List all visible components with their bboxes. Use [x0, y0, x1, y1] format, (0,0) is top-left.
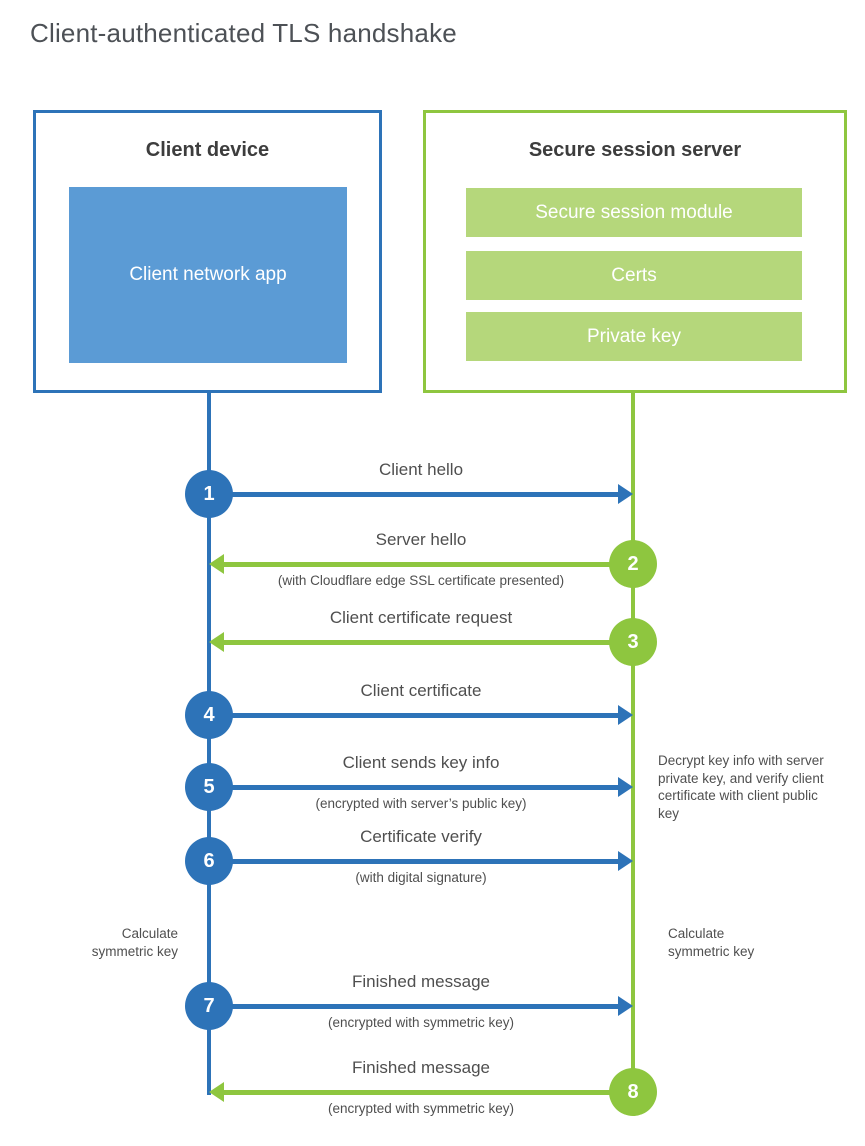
- step-number-badge: 6: [185, 837, 233, 885]
- message-arrow-line: [231, 785, 618, 790]
- secure-session-server-box: Secure session server Secure session mod…: [423, 110, 847, 393]
- message-arrow-head-icon: [618, 777, 633, 797]
- message-label: Server hello: [375, 530, 467, 549]
- message-sublabel: (with digital signature): [355, 870, 487, 885]
- step-number-badge: 3: [609, 618, 657, 666]
- server-module-private-key: Private key: [466, 312, 802, 361]
- client-lifeline: [207, 390, 211, 1095]
- message-label: Finished message: [352, 1058, 490, 1077]
- decrypt-note: Decrypt key info with server private key…: [658, 753, 824, 821]
- message-label: Client certificate request: [329, 608, 513, 627]
- message-arrow-head-icon: [618, 851, 633, 871]
- message-arrow-head-icon: [209, 632, 224, 652]
- step-number-badge: 1: [185, 470, 233, 518]
- page-title: Client-authenticated TLS handshake: [30, 18, 457, 48]
- message-label: Finished message: [352, 972, 490, 991]
- calc-symmetric-key-note-server: Calculate symmetric key: [668, 926, 755, 959]
- message-arrow-line: [231, 1004, 618, 1009]
- secure-session-server-title: Secure session server: [528, 139, 742, 161]
- message-sublabel: (encrypted with server’s public key): [315, 796, 527, 811]
- message-arrow-line: [231, 713, 618, 718]
- step-number-badge: 2: [609, 540, 657, 588]
- message-arrow-line: [223, 562, 611, 567]
- message-label: Client sends key info: [342, 753, 500, 772]
- message-arrow-head-icon: [618, 705, 633, 725]
- step-number-badge: 5: [185, 763, 233, 811]
- message-arrow-head-icon: [209, 1082, 224, 1102]
- message-arrow-line: [223, 1090, 611, 1095]
- server-module-certs: Certs: [466, 251, 802, 300]
- client-device-box: Client device Client network app: [33, 110, 382, 393]
- step-number-badge: 7: [185, 982, 233, 1030]
- message-label: Certificate verify: [360, 827, 482, 846]
- server-module-secure-session: Secure session module: [466, 188, 802, 237]
- message-sublabel: (with Cloudflare edge SSL certificate pr…: [277, 573, 565, 588]
- client-network-app-label: Client network app: [129, 264, 287, 285]
- client-device-title: Client device: [145, 139, 270, 161]
- client-network-app-box: Client network app: [69, 187, 347, 363]
- message-arrow-head-icon: [618, 484, 633, 504]
- message-sublabel: (encrypted with symmetric key): [327, 1015, 515, 1030]
- message-arrow-line: [231, 859, 618, 864]
- message-label: Client hello: [378, 460, 464, 479]
- message-arrow-head-icon: [618, 996, 633, 1016]
- step-number-badge: 4: [185, 691, 233, 739]
- message-arrow-line: [231, 492, 618, 497]
- calc-symmetric-key-note-client: Calculate symmetric key: [91, 926, 178, 959]
- message-label: Client certificate: [360, 681, 482, 700]
- step-number-badge: 8: [609, 1068, 657, 1116]
- message-arrow-line: [223, 640, 611, 645]
- message-arrow-head-icon: [209, 554, 224, 574]
- server-lifeline: [631, 390, 635, 1095]
- message-sublabel: (encrypted with symmetric key): [327, 1101, 515, 1116]
